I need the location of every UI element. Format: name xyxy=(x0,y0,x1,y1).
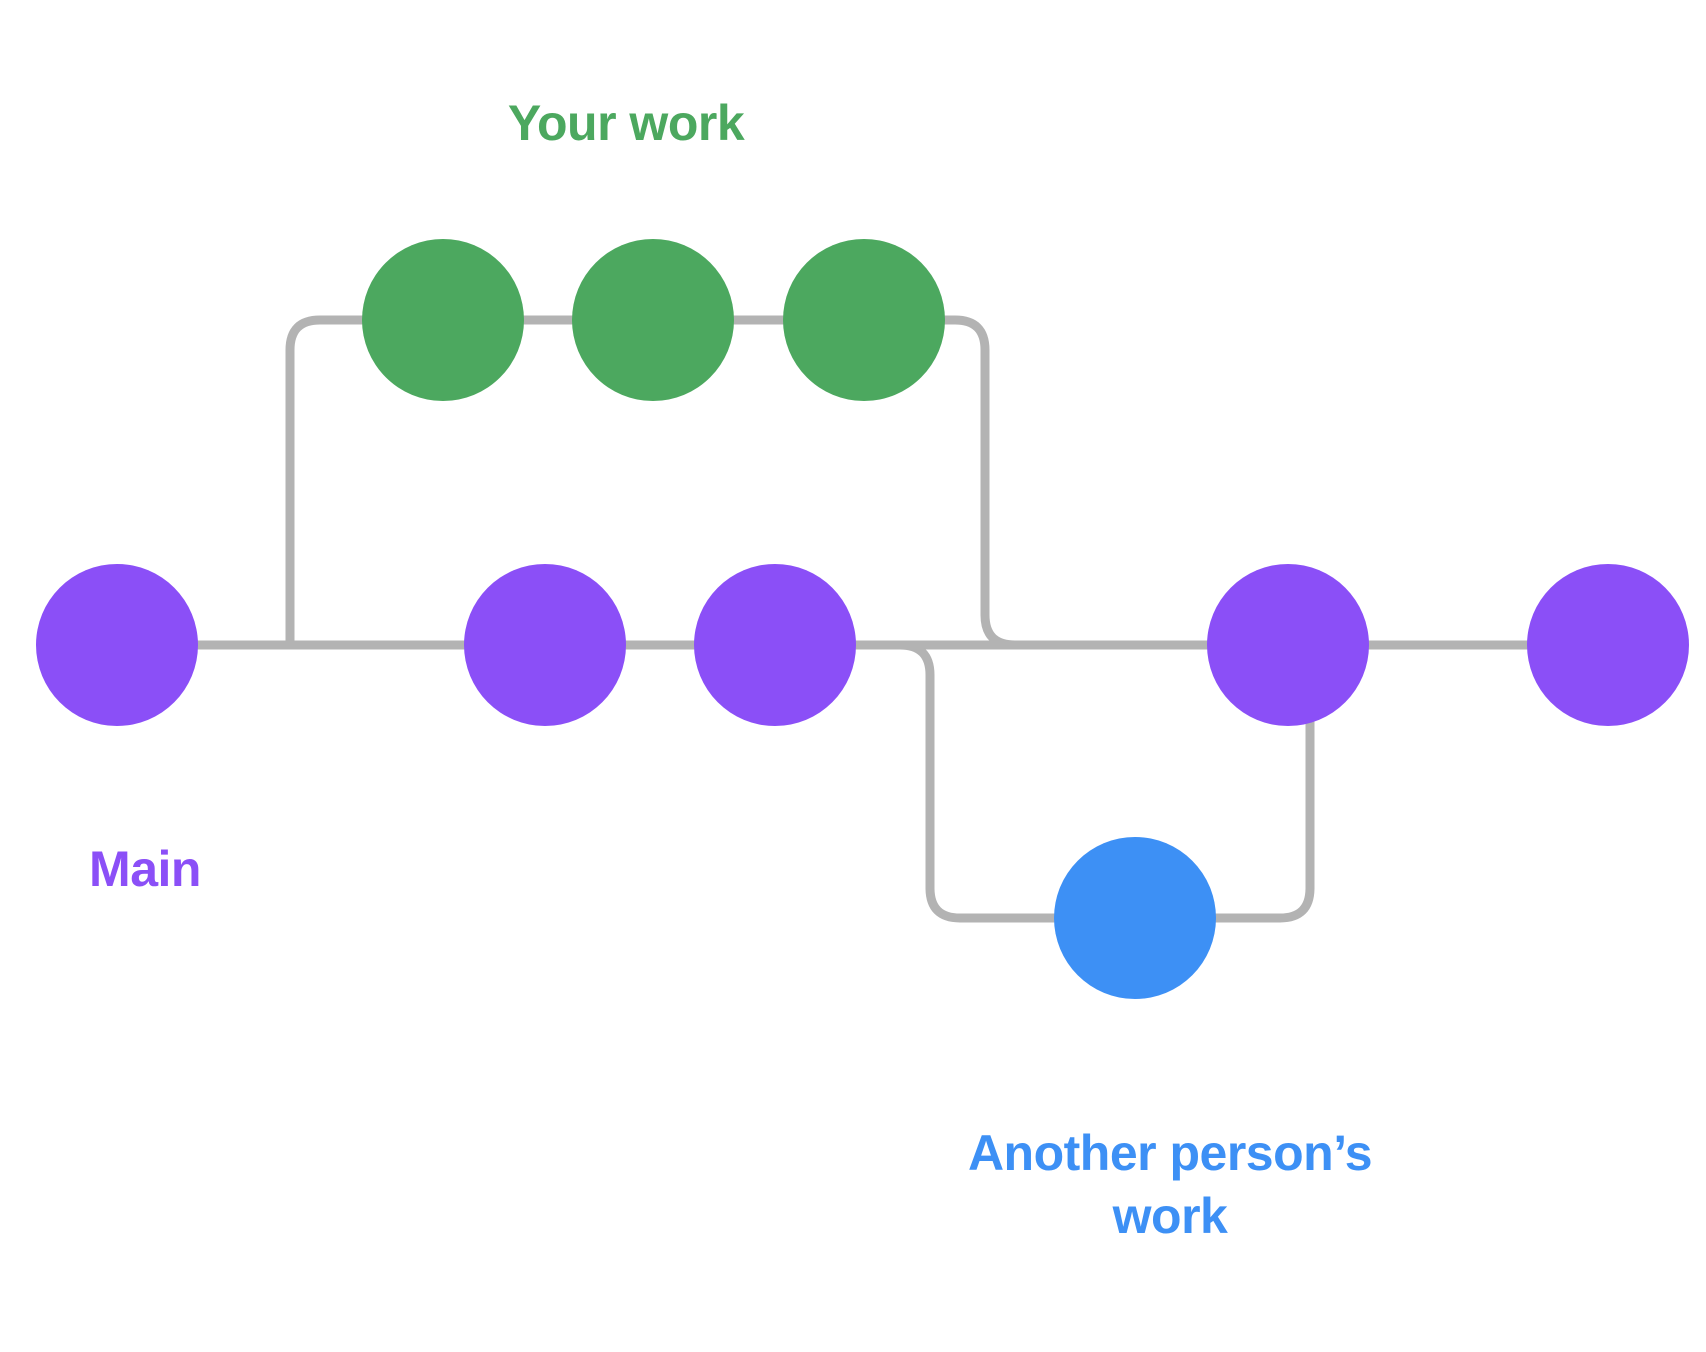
commit-node-feat-2[interactable] xyxy=(572,239,734,401)
commit-node-main-4[interactable] xyxy=(1207,564,1369,726)
commit-node-feat-1[interactable] xyxy=(362,239,524,401)
edge-merge-in xyxy=(931,315,1217,650)
commit-node-main-3[interactable] xyxy=(694,564,856,726)
commit-node-feat-3[interactable] xyxy=(783,239,945,401)
commit-node-group xyxy=(36,239,1689,999)
commit-node-other-1[interactable] xyxy=(1054,837,1216,999)
commit-node-main-5[interactable] xyxy=(1527,564,1689,726)
commit-node-main-1[interactable] xyxy=(36,564,198,726)
branch-label-another-person: Another person’s work xyxy=(967,1125,1373,1244)
branch-label-your-work: Your work xyxy=(507,95,745,151)
edge-branch-out xyxy=(285,315,373,650)
branch-label-main: Main xyxy=(89,841,201,897)
commit-node-main-2[interactable] xyxy=(464,564,626,726)
edge-other-out xyxy=(847,640,1065,923)
